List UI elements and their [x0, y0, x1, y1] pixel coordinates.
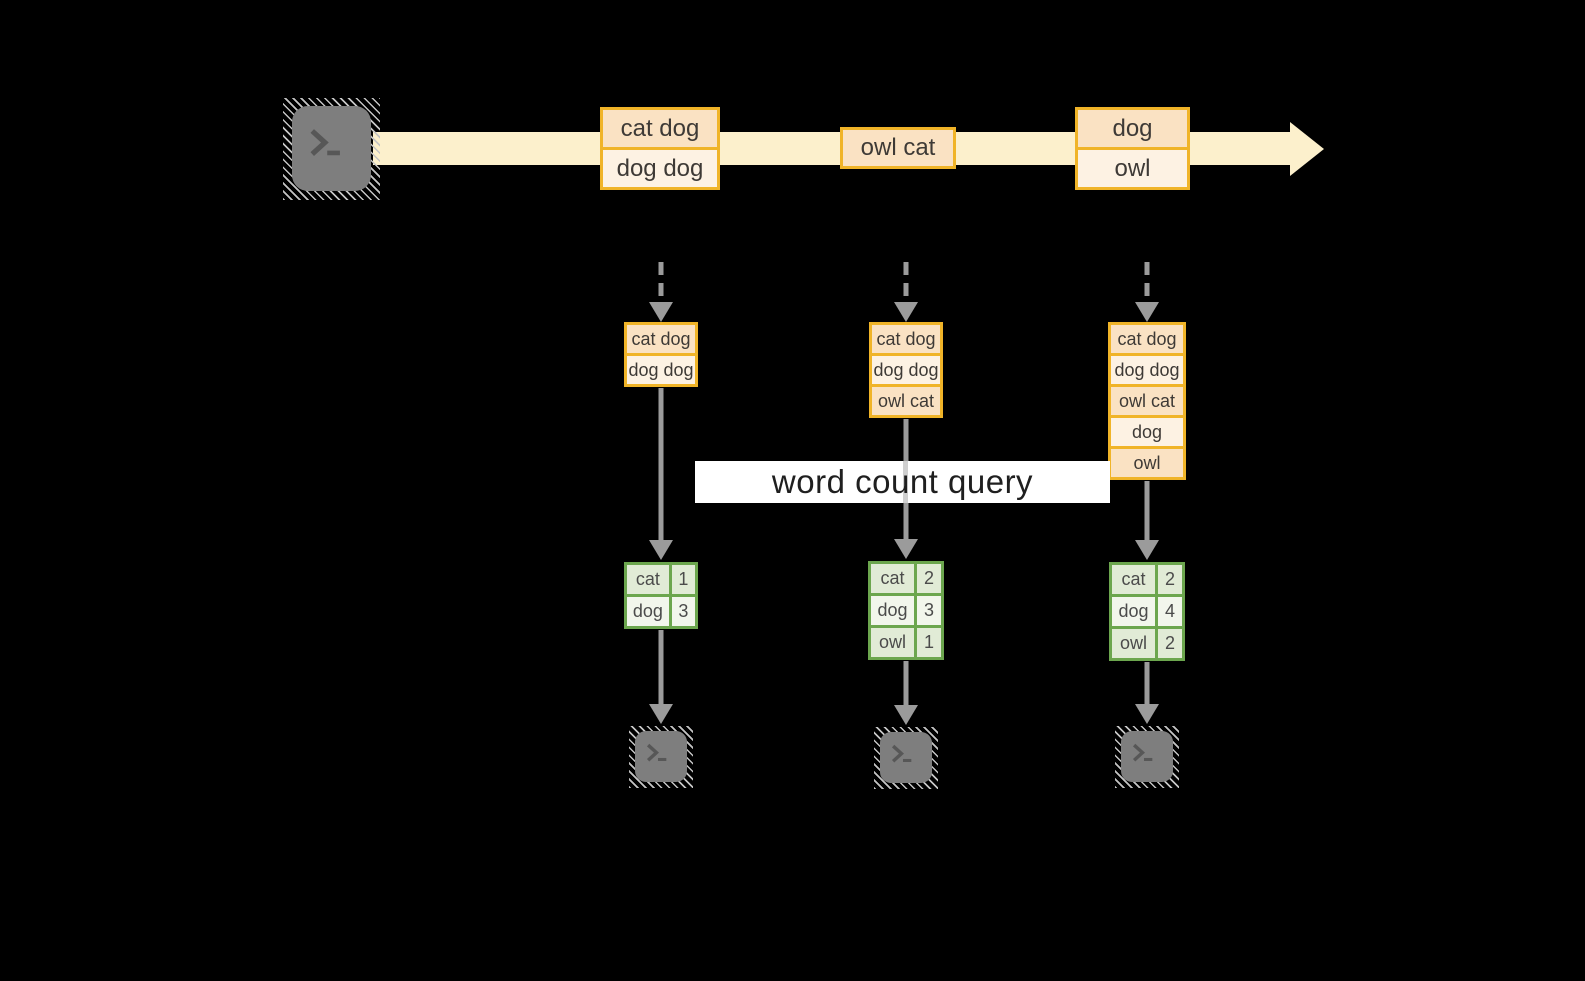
table-row: owl 2	[1112, 626, 1182, 658]
stream-batch-2: owl cat	[840, 127, 956, 169]
terminal-body	[291, 106, 372, 191]
state-line: owl	[1111, 446, 1183, 477]
word-cell: cat	[1112, 565, 1156, 594]
terminal-body	[879, 731, 933, 784]
state-to-table-arrow-1	[649, 388, 673, 560]
terminal-prompt-icon	[647, 743, 667, 762]
table-row: cat 2	[1112, 565, 1182, 594]
stream-line: dog	[1078, 110, 1187, 147]
stream-line: cat dog	[603, 110, 717, 147]
query-label: word count query	[771, 463, 1034, 500]
state-line: dog dog	[872, 353, 940, 384]
stream-arrowhead-icon	[1290, 122, 1324, 176]
state-to-table-arrow-3	[1135, 481, 1159, 560]
state-line: cat dog	[627, 325, 695, 353]
word-cell: owl	[871, 628, 915, 657]
terminal-prompt-icon	[892, 744, 912, 763]
state-line: cat dog	[1111, 325, 1183, 353]
table-to-sink-arrow-2	[894, 661, 918, 725]
word-cell: dog	[1112, 597, 1156, 626]
query-label-box: word count query	[695, 461, 1110, 503]
count-cell: 4	[1155, 597, 1182, 626]
count-cell: 1	[914, 628, 941, 657]
stream-batch-1: cat dog dog dog	[600, 107, 720, 190]
stream-batch-3: dog owl	[1075, 107, 1190, 190]
terminal-prompt-icon	[1133, 743, 1153, 762]
count-cell: 3	[668, 597, 695, 626]
terminal-body	[634, 730, 688, 783]
table-to-sink-arrow-1	[649, 630, 673, 724]
sink-terminal-icon-3	[1115, 726, 1179, 788]
dashed-down-arrow-1	[649, 262, 673, 322]
table-row: owl 1	[871, 625, 941, 657]
count-cell: 3	[914, 596, 941, 625]
word-cell: owl	[1112, 629, 1156, 658]
table-row: dog 3	[627, 594, 695, 626]
state-line: owl cat	[872, 384, 940, 415]
word-count-table-2: cat 2 dog 3 owl 1	[868, 561, 944, 660]
stream-line: owl cat	[843, 130, 953, 166]
word-count-table-3: cat 2 dog 4 owl 2	[1109, 562, 1185, 661]
word-cell: cat	[627, 565, 669, 594]
terminal-body	[1120, 730, 1174, 783]
state-stack-3: cat dog dog dog owl cat dog owl	[1108, 322, 1186, 480]
stream-line: dog dog	[603, 147, 717, 187]
state-stack-1: cat dog dog dog	[624, 322, 698, 387]
state-line: dog dog	[627, 353, 695, 384]
count-cell: 2	[914, 564, 941, 593]
source-terminal-icon	[283, 98, 380, 200]
sink-terminal-icon-1	[629, 726, 693, 788]
state-line: cat dog	[872, 325, 940, 353]
count-cell: 1	[668, 565, 695, 594]
table-row: cat 2	[871, 564, 941, 593]
word-cell: cat	[871, 564, 915, 593]
table-to-sink-arrow-3	[1135, 662, 1159, 724]
count-cell: 2	[1155, 629, 1182, 658]
state-line: dog dog	[1111, 353, 1183, 384]
word-cell: dog	[871, 596, 915, 625]
terminal-prompt-icon	[310, 128, 340, 156]
word-cell: dog	[627, 597, 669, 626]
state-stack-2: cat dog dog dog owl cat	[869, 322, 943, 418]
table-row: dog 3	[871, 593, 941, 625]
stream-line: owl	[1078, 147, 1187, 187]
count-cell: 2	[1155, 565, 1182, 594]
dashed-down-arrow-3	[1135, 262, 1159, 322]
table-row: dog 4	[1112, 594, 1182, 626]
dashed-down-arrow-2	[894, 262, 918, 322]
table-row: cat 1	[627, 565, 695, 594]
state-line: dog	[1111, 415, 1183, 446]
sink-terminal-icon-2	[874, 727, 938, 789]
state-line: owl cat	[1111, 384, 1183, 415]
word-count-table-1: cat 1 dog 3	[624, 562, 698, 629]
